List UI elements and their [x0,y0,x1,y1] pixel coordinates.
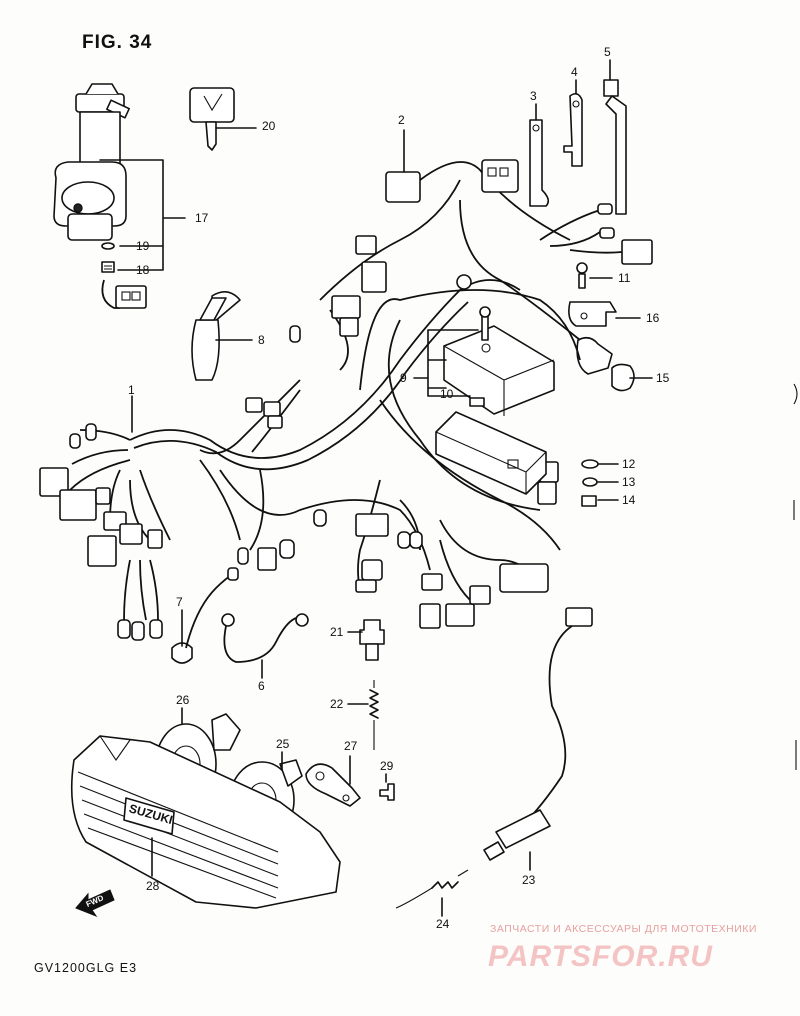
scan-edge-marks [793,383,798,770]
bracket-16 [568,301,617,327]
part-label-25: 25 [276,737,290,751]
part-label-21: 21 [330,625,344,639]
part-label-27: 27 [344,739,358,753]
part-label-28: 28 [146,879,160,893]
part-label-20: 20 [262,119,276,133]
part-label-14: 14 [622,493,636,507]
part-label-8: 8 [258,333,265,347]
part-label-18: 18 [136,263,150,277]
model-code: GV1200GLG E3 [34,961,137,975]
washers-nuts [581,459,599,507]
clamp-4 [563,92,583,167]
part-label-9: 9 [400,371,407,385]
part-label-1: 1 [128,383,135,397]
holder-8 [191,291,241,381]
part-label-4: 4 [571,65,578,79]
clamp-3 [529,119,550,207]
part-label-13: 13 [622,475,636,489]
spring-22 [369,680,379,750]
leader-17 [99,159,186,271]
part-label-2: 2 [398,113,405,127]
part-label-10: 10 [440,387,454,401]
part-label-22: 22 [330,697,344,711]
bracket-27 [305,763,361,807]
part-label-24: 24 [436,917,450,931]
part-label-26: 26 [176,693,190,707]
connector-2 [385,161,571,241]
part-label-15: 15 [656,371,670,385]
left-connector-cluster [39,423,171,641]
spring-24 [395,869,469,909]
ignition-switch-assembly [53,83,147,309]
part-label-12: 12 [622,457,636,471]
control-unit-9 [443,306,555,416]
switch-23 [483,607,593,861]
wire-ends-right [539,203,653,265]
part-label-16: 16 [646,311,660,325]
part-label-5: 5 [604,45,611,59]
band-5 [603,79,627,215]
watermark-brand: PARTSFOR.RU [488,940,713,973]
connector-block-top [481,159,519,193]
control-unit-10 [435,397,547,495]
part-label-23: 23 [522,873,536,887]
main-wiring-harness [129,179,581,601]
sensor-7 [171,567,239,664]
part-label-11: 11 [618,271,631,285]
bolt-29 [379,783,395,801]
part-label-29: 29 [380,759,394,773]
part-label-17: 17 [195,211,209,225]
socket-15 [576,336,635,392]
switch-21 [359,619,385,661]
engine-cover-28 [70,735,341,909]
ignition-key [189,87,235,151]
leader-9 [413,329,479,397]
part-label-6: 6 [258,679,265,693]
part-label-3: 3 [530,89,537,103]
fwd-arrow-icon [75,889,115,918]
part-label-19: 19 [136,239,150,253]
watermark-tagline: ЗАПЧАСТИ И АКСЕССУАРЫ ДЛЯ МОТОТЕХНИКИ [490,923,757,935]
figure-title: FIG. 34 [82,32,152,53]
part-label-7: 7 [176,595,183,609]
harness-connectors [237,235,559,629]
ground-lead-6 [221,613,309,663]
bolt-11 [576,262,588,289]
